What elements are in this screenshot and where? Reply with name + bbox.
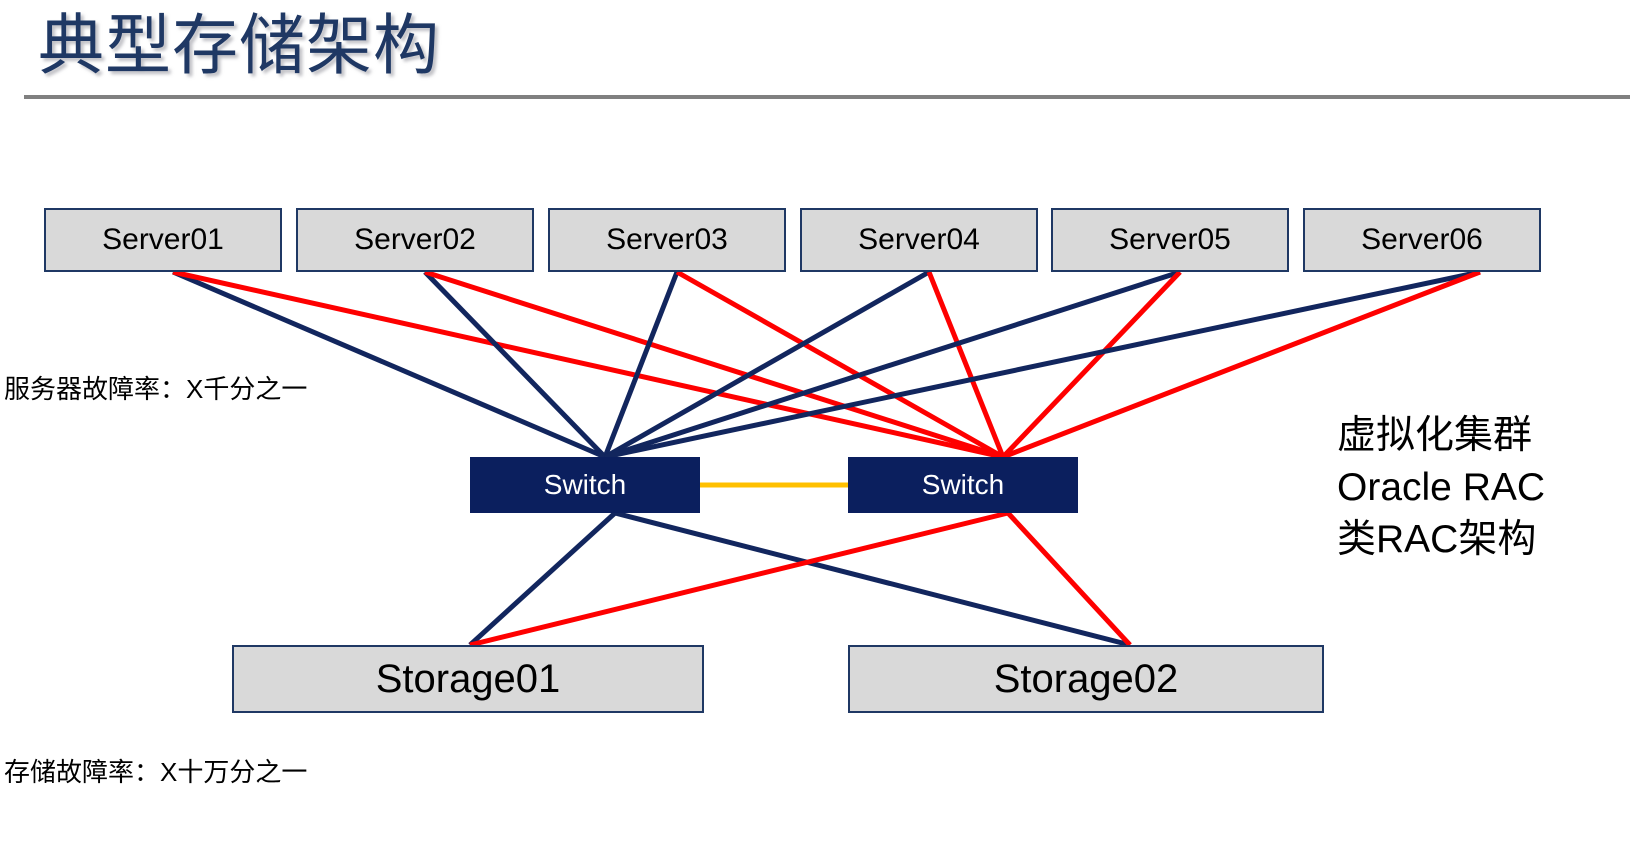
server-failure-note: 服务器故障率：X千分之一 <box>4 374 308 404</box>
link-switch-left-storage02 <box>614 510 1131 648</box>
link-server2-switch-right <box>424 269 1004 460</box>
link-server4-switch-left <box>603 269 931 460</box>
link-server5-switch-right <box>1001 270 1182 459</box>
link-server2-switch-left <box>423 270 607 459</box>
switch-node-left[interactable]: Switch <box>470 457 700 513</box>
link-server4-switch-right <box>926 271 1006 458</box>
server-node-6-label: Server06 <box>1361 223 1483 256</box>
cluster-annotation: 虚拟化集群 Oracle RAC 类RAC架构 <box>1337 410 1545 566</box>
title-divider <box>24 95 1630 99</box>
server-node-4[interactable]: Server04 <box>800 208 1038 272</box>
link-switch-right-storage02 <box>1006 511 1132 647</box>
link-server3-switch-right <box>675 269 1005 460</box>
storage-node-2-label: Storage02 <box>993 656 1179 701</box>
server-node-5[interactable]: Server05 <box>1051 208 1289 272</box>
server-node-6[interactable]: Server06 <box>1303 208 1541 272</box>
server-node-3-label: Server03 <box>606 223 728 256</box>
link-server1-switch-right <box>172 269 1004 460</box>
switch-node-left-label: Switch <box>543 469 627 500</box>
storage-node-1[interactable]: Storage01 <box>232 645 704 713</box>
server-node-2[interactable]: Server02 <box>296 208 534 272</box>
page-title: 典型存储架构 <box>38 8 440 82</box>
cluster-annotation-line-1: 虚拟化集群 <box>1337 414 1533 457</box>
cluster-annotation-line-3: 类RAC架构 <box>1337 518 1537 561</box>
link-server5-switch-left <box>604 269 1181 460</box>
storage-failure-note: 存储故障率：X十万分之一 <box>4 757 308 787</box>
storage-node-1-label: Storage01 <box>375 656 561 701</box>
wire-group <box>172 269 1481 648</box>
server-node-1-label: Server01 <box>102 223 224 256</box>
link-switch-left-storage01 <box>468 511 617 647</box>
switch-node-right[interactable]: Switch <box>848 457 1078 513</box>
server-node-1[interactable]: Server01 <box>44 208 282 272</box>
link-server1-switch-left <box>172 269 606 460</box>
link-server6-switch-left <box>604 269 1481 460</box>
link-switch-right-storage01 <box>469 510 1009 648</box>
link-server6-switch-right <box>1002 269 1481 460</box>
server-node-4-label: Server04 <box>858 223 980 256</box>
cluster-annotation-line-2: Oracle RAC <box>1337 466 1546 509</box>
storage-node-2[interactable]: Storage02 <box>848 645 1324 713</box>
server-node-2-label: Server02 <box>354 223 476 256</box>
link-server3-switch-left <box>602 271 680 458</box>
server-node-3[interactable]: Server03 <box>548 208 786 272</box>
server-node-5-label: Server05 <box>1109 223 1231 256</box>
switch-node-right-label: Switch <box>921 469 1005 500</box>
